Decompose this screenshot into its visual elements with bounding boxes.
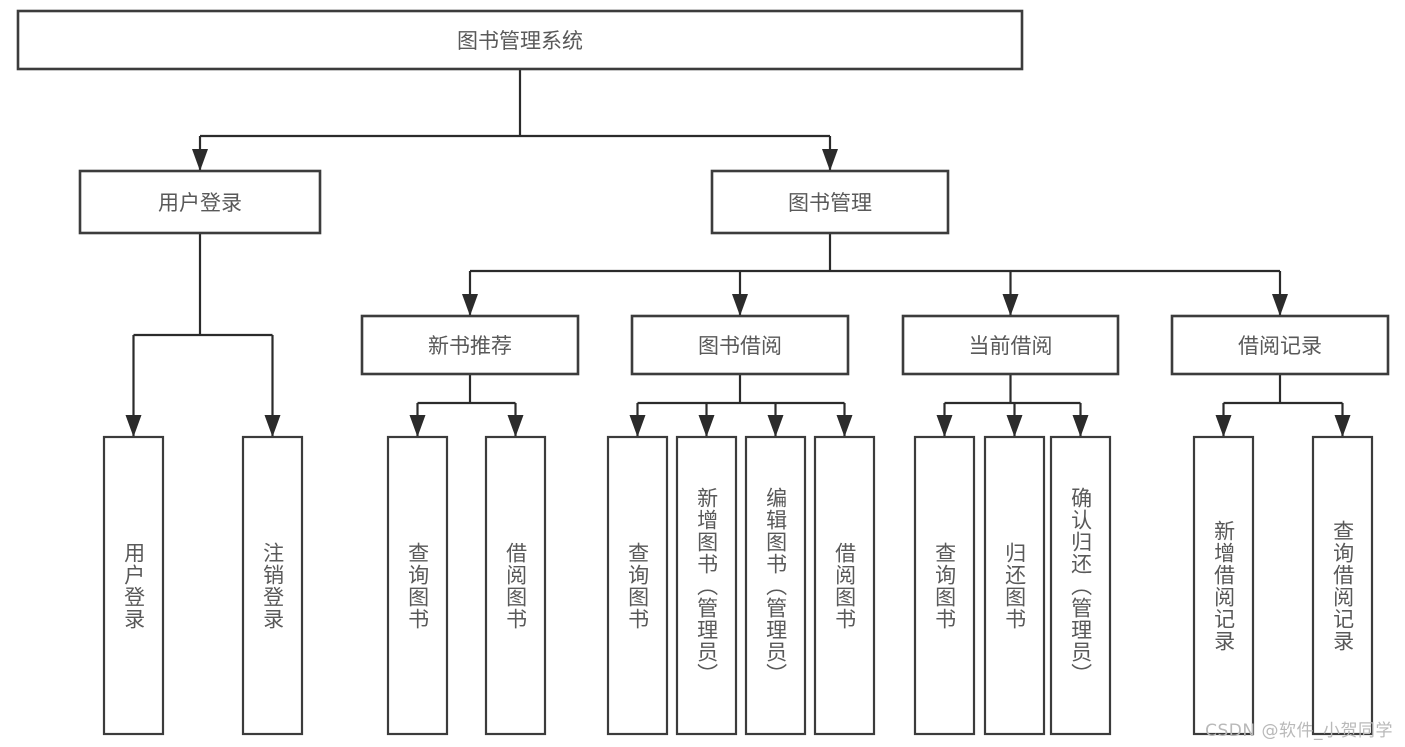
arrow-head-icon-leaf-confirm-return bbox=[1072, 415, 1089, 437]
csdn-watermark: CSDN @软件_小贺同学 bbox=[1205, 721, 1393, 741]
arrow-head-icon-borrow-record bbox=[1272, 294, 1288, 316]
arrow-head-icon-leaf-user-login bbox=[125, 415, 142, 437]
arrow-head-icon-leaf-query-book-3 bbox=[936, 415, 953, 437]
node-box-book-manage[interactable] bbox=[710, 169, 950, 235]
node-box-leaf-confirm-return[interactable] bbox=[1049, 435, 1112, 736]
node-box-current-borrow[interactable] bbox=[901, 314, 1120, 376]
node-box-leaf-query-book-2[interactable] bbox=[606, 435, 669, 736]
arrow-head-icon-leaf-add-book bbox=[698, 415, 715, 437]
arrow-head-icon-leaf-query-book-1 bbox=[409, 415, 426, 437]
node-box-leaf-query-record[interactable] bbox=[1311, 435, 1374, 736]
node-box-root[interactable] bbox=[16, 9, 1024, 71]
arrow-head-icon-current-borrow bbox=[1002, 294, 1019, 316]
arrow-head-icon-leaf-borrow-book-1 bbox=[507, 415, 524, 437]
node-box-leaf-logout[interactable] bbox=[241, 435, 304, 736]
node-box-leaf-user-login[interactable] bbox=[102, 435, 165, 736]
arrow-head-icon-user-login bbox=[192, 149, 208, 171]
node-box-layer bbox=[16, 9, 1390, 736]
node-box-leaf-borrow-book-1[interactable] bbox=[484, 435, 547, 736]
node-box-leaf-edit-book[interactable] bbox=[744, 435, 807, 736]
arrow-head-icon-new-book-recommend bbox=[462, 294, 478, 316]
node-box-leaf-add-record[interactable] bbox=[1192, 435, 1255, 736]
connector-layer bbox=[125, 69, 1351, 437]
arrow-head-icon-leaf-return-book bbox=[1006, 415, 1023, 437]
node-box-leaf-return-book[interactable] bbox=[983, 435, 1046, 736]
arrow-head-icon-leaf-edit-book bbox=[767, 415, 784, 437]
node-box-leaf-borrow-book-2[interactable] bbox=[813, 435, 876, 736]
node-box-leaf-query-book-1[interactable] bbox=[386, 435, 449, 736]
arrow-head-icon-leaf-borrow-book-2 bbox=[836, 415, 853, 437]
node-box-book-borrow[interactable] bbox=[630, 314, 850, 376]
node-box-new-book-recommend[interactable] bbox=[360, 314, 580, 376]
node-box-leaf-add-book[interactable] bbox=[675, 435, 738, 736]
arrow-head-icon-book-borrow bbox=[732, 294, 748, 316]
arrow-head-icon-book-manage bbox=[822, 149, 838, 171]
node-box-leaf-query-book-3[interactable] bbox=[913, 435, 976, 736]
arrow-head-icon-leaf-add-record bbox=[1215, 415, 1232, 437]
node-box-borrow-record[interactable] bbox=[1170, 314, 1390, 376]
arrow-head-icon-leaf-logout bbox=[264, 415, 281, 437]
node-box-user-login[interactable] bbox=[78, 169, 322, 235]
arrow-head-icon-leaf-query-book-2 bbox=[629, 415, 646, 437]
arrow-head-icon-leaf-query-record bbox=[1334, 415, 1351, 437]
